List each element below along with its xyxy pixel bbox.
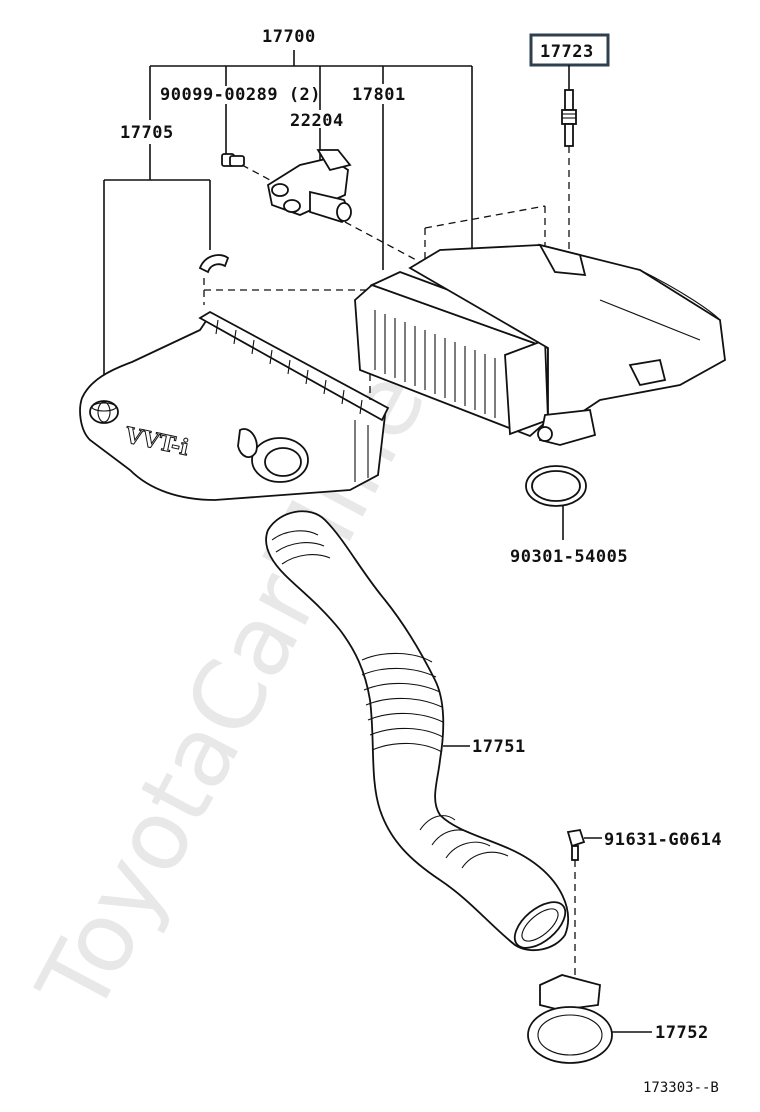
clip-drawing	[198, 254, 230, 305]
pin-17723-drawing	[561, 89, 577, 262]
assembly-bracket	[103, 50, 473, 375]
intake-hose-drawing	[265, 510, 569, 952]
air-cleaner-cap-drawing: VVT-i	[79, 289, 390, 501]
part-label-17705[interactable]: 17705	[120, 123, 174, 143]
part-label-17751[interactable]: 17751	[472, 737, 526, 757]
hose-clamp-drawing	[527, 974, 652, 1064]
air-flow-sensor-drawing	[266, 149, 421, 263]
cap-rib-teeth	[215, 319, 363, 415]
screw-drawing	[221, 153, 271, 181]
air-cleaner-case-drawing	[408, 205, 726, 446]
part-label-17700[interactable]: 17700	[262, 27, 316, 47]
figure-code: 173303--B	[643, 1080, 719, 1096]
bolt-drawing	[566, 828, 602, 980]
hose-ribs-middle	[361, 652, 444, 753]
hose-ribs-upper	[271, 530, 331, 565]
part-label-91631-G0614[interactable]: 91631-G0614	[604, 830, 722, 850]
selected-part-17723[interactable]: 17723	[529, 33, 610, 67]
part-label-17752[interactable]: 17752	[655, 1023, 709, 1043]
part-label-17723[interactable]: 17723	[540, 42, 594, 62]
part-label-22204[interactable]: 22204	[290, 111, 344, 131]
filter-pleats	[374, 310, 496, 418]
part-label-90301-54005[interactable]: 90301-54005	[510, 547, 628, 567]
part-label-90099-00289[interactable]: 90099-00289 (2)	[160, 85, 321, 105]
hose-ribs-lower	[419, 815, 509, 869]
o-ring-drawing	[525, 465, 587, 540]
toyota-emblem-icon	[89, 400, 119, 424]
part-label-17801[interactable]: 17801	[352, 85, 406, 105]
